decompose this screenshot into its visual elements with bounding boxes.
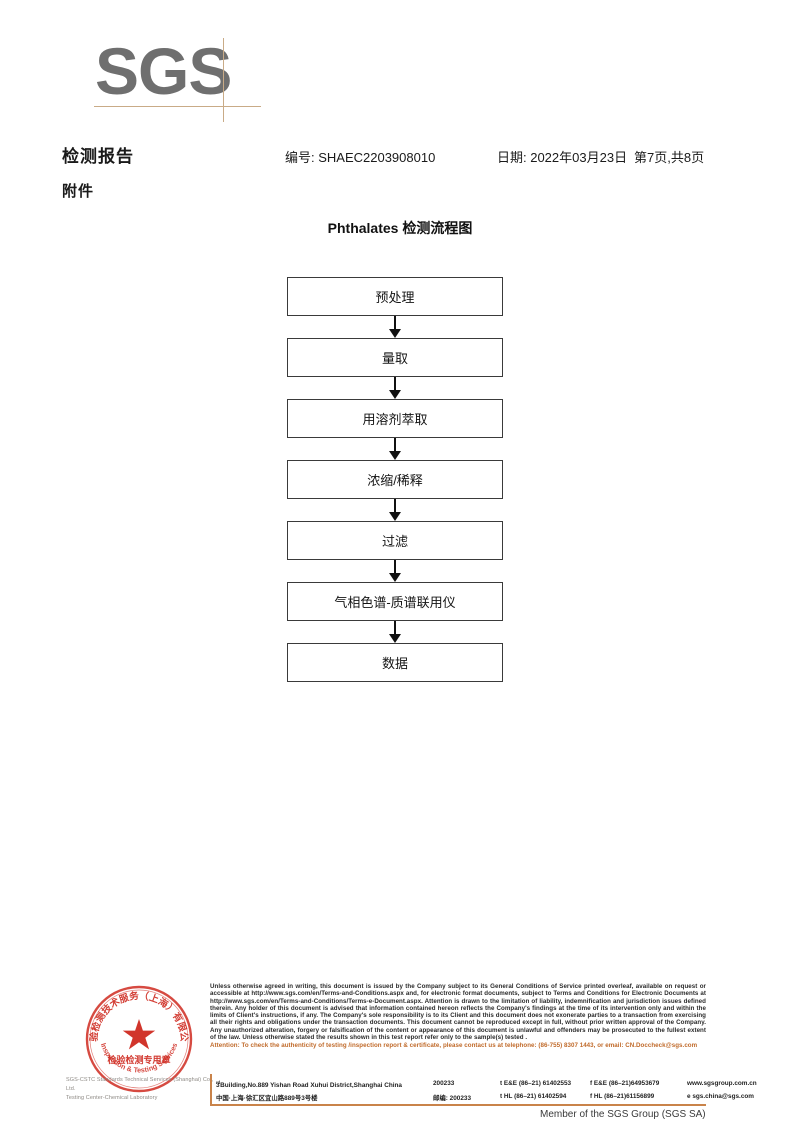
report-number: 编号: SHAEC2203908010 <box>285 150 436 165</box>
sgs-group-member-note: Member of the SGS Group (SGS SA) <box>540 1109 706 1120</box>
report-date: 日期: 2022年03月23日 <box>497 150 628 165</box>
flow-arrow-5 <box>287 560 503 582</box>
fax-ee: f E&E (86–21)64953679 <box>590 1080 660 1087</box>
fax-hl: f HL (86–21)61156899 <box>590 1093 655 1100</box>
address-vertical-rule <box>210 1074 212 1106</box>
flow-node-filter: 过滤 <box>287 521 503 560</box>
website-link[interactable]: www.sgsgroup.com.cn <box>687 1080 757 1087</box>
page-indicator: 第7页,共8页 <box>634 150 705 165</box>
inspection-stamp-icon: 检验检测技术服务（上海）有限公司 检验检测专用章 Inspection & Te… <box>83 983 195 1095</box>
stamp-company-line-1: SGS-CSTC Standards Technical Services (S… <box>66 1077 214 1092</box>
flow-arrow-6 <box>287 621 503 643</box>
attachment-label: 附件 <box>62 183 95 200</box>
address-row-cn: 中国·上海·徐汇区宜山路889号3号楼 邮编: 200233 t HL (86–… <box>210 1091 754 1104</box>
flow-arrow-3 <box>287 438 503 460</box>
legal-body: Unless otherwise agreed in writing, this… <box>210 983 706 1042</box>
stamp-company-line-2: Testing Center-Chemical Laboratory <box>66 1095 158 1101</box>
flow-arrow-1 <box>287 316 503 338</box>
flow-node-gcms: 气相色谱-质谱联用仪 <box>287 582 503 621</box>
logo-horizontal-rule <box>94 106 261 107</box>
flow-node-solvent-extraction: 用溶剂萃取 <box>287 399 503 438</box>
address-bottom-rule <box>210 1104 706 1106</box>
sgs-logo: SGS <box>94 34 261 122</box>
zip-en: 200233 <box>433 1080 455 1087</box>
tel-hl: t HL (86–21) 61402594 <box>500 1093 567 1100</box>
flow-node-data: 数据 <box>287 643 503 682</box>
sgs-logo-text: SGS <box>95 34 232 108</box>
flowchart-title: Phthalates 检测流程图 <box>327 220 473 236</box>
svg-text:检验检测专用章: 检验检测专用章 <box>107 1054 170 1065</box>
stamp-company-name: SGS-CSTC Standards Technical Services (S… <box>66 1076 216 1103</box>
zip-cn: 邮编: 200233 <box>433 1095 472 1102</box>
email-link[interactable]: e sgs.china@sgs.com <box>687 1093 754 1100</box>
flow-node-concentrate-dilute: 浓缩/稀释 <box>287 460 503 499</box>
flow-arrow-2 <box>287 377 503 399</box>
flow-node-pretreatment: 预处理 <box>287 277 503 316</box>
page-footer: 检验检测技术服务（上海）有限公司 检验检测专用章 Inspection & Te… <box>0 975 800 1131</box>
legal-disclaimer: Unless otherwise agreed in writing, this… <box>210 983 706 1050</box>
logo-vertical-rule <box>223 38 224 122</box>
flow-arrow-4 <box>287 499 503 521</box>
flowchart: 预处理 量取 用溶剂萃取 浓缩/稀释 过滤 气相色谱-质谱联用仪 数据 <box>287 277 503 682</box>
flow-node-measure: 量取 <box>287 338 503 377</box>
address-cn: 中国·上海·徐汇区宜山路889号3号楼 <box>216 1095 318 1102</box>
tel-ee: t E&E (86–21) 61402553 <box>500 1080 572 1087</box>
page-title: 检测报告 <box>62 147 134 166</box>
legal-attention: Attention: To check the authenticity of … <box>210 1042 698 1050</box>
